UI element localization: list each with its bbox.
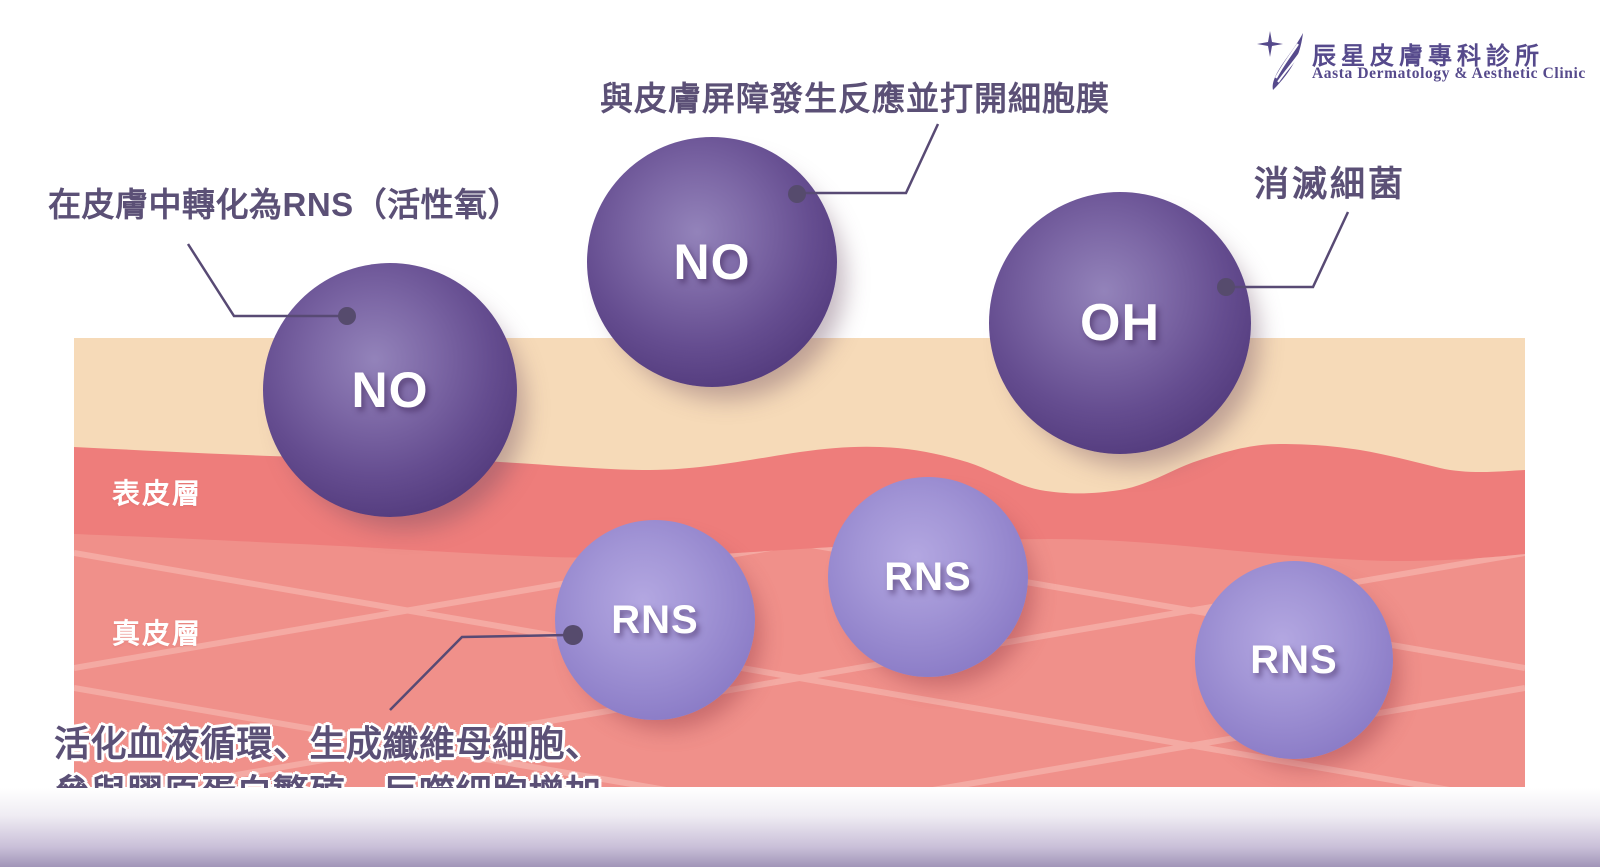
molecule-label: RNS	[1250, 637, 1338, 682]
epidermis-label: 表皮層	[112, 478, 203, 509]
molecule-oh: OH	[989, 192, 1251, 454]
clinic-name-zh: 辰星皮膚專科診所	[1312, 43, 1544, 70]
annotation-kill-bacteria: 消滅細菌	[1254, 165, 1407, 204]
annotation-rns-conversion: 在皮膚中轉化為RNS（活性氧）	[48, 186, 522, 223]
molecule-label: NO	[673, 234, 751, 290]
molecule-no-left: NO	[263, 263, 517, 517]
molecule-rns-right: RNS	[1195, 561, 1393, 759]
dermis-layer	[74, 534, 1525, 787]
leader-line-right	[1230, 211, 1350, 289]
leader-line-top	[800, 123, 940, 195]
molecule-label: RNS	[611, 597, 699, 642]
logo-sparkle-icon	[1257, 31, 1283, 57]
annotation-cell-membrane: 與皮膚屏障發生反應並打開細胞膜	[600, 80, 1110, 117]
logo-feather-icon	[1257, 31, 1303, 90]
molecule-rns-left: RNS	[555, 520, 755, 720]
clinic-name-en: Aasta Dermatology & Aesthetic Clinic	[1312, 65, 1586, 82]
clinic-logo: 辰星皮膚專科診所 Aasta Dermatology & Aesthetic C…	[1256, 28, 1585, 94]
footer-gradient-bar	[0, 788, 1600, 867]
molecule-rns-mid: RNS	[828, 477, 1028, 677]
molecule-label: OH	[1080, 294, 1160, 352]
annotation-circulation-line1: 活化血液循環、生成纖維母細胞、	[54, 723, 602, 764]
molecule-label: NO	[351, 362, 429, 418]
dermis-label: 真皮層	[112, 618, 203, 649]
molecule-no-top: NO	[587, 137, 837, 387]
molecule-label: RNS	[884, 554, 972, 599]
